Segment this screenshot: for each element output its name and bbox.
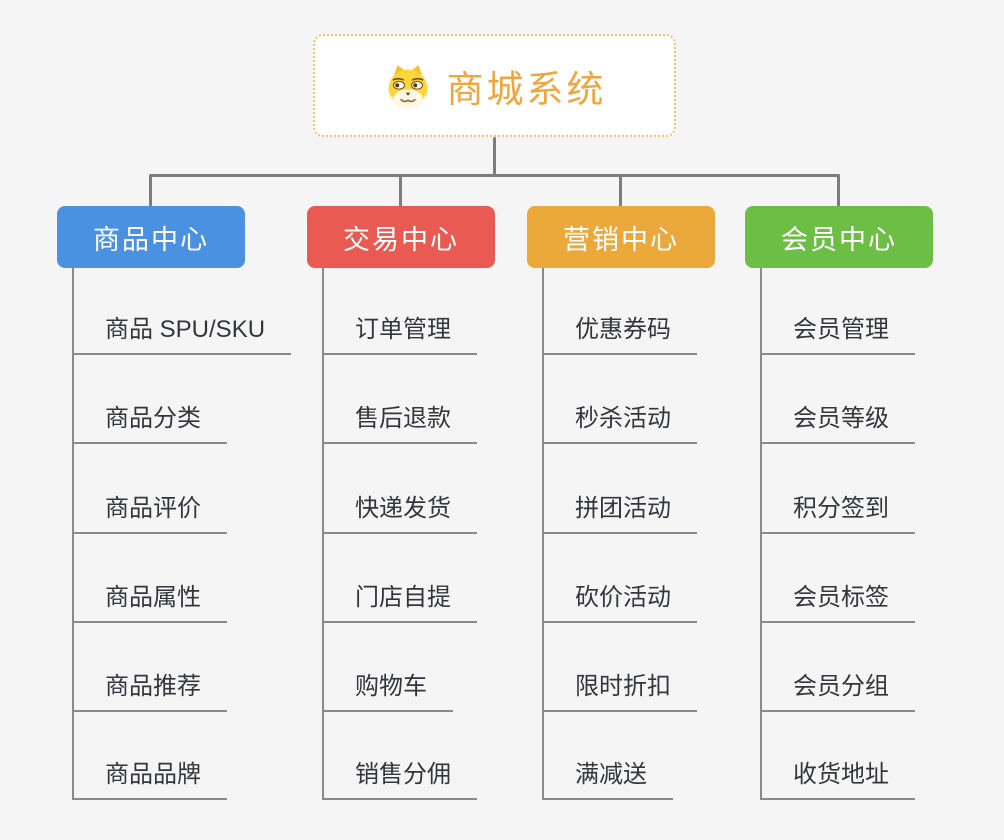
branch-trade-center: 订单管理 售后退款 快递发货 门店自提 购物车 销售分佣 bbox=[322, 268, 562, 808]
tree-item[interactable]: 商品推荐 bbox=[72, 672, 227, 712]
category-box-marketing-center[interactable]: 营销中心 bbox=[527, 206, 715, 268]
tree-item[interactable]: 门店自提 bbox=[322, 583, 477, 623]
branch-product-center: 商品 SPU/SKU 商品分类 商品评价 商品属性 商品推荐 商品品牌 bbox=[72, 268, 312, 808]
connector-drop-3 bbox=[619, 175, 622, 207]
tree-item[interactable]: 快递发货 bbox=[322, 494, 477, 534]
category-box-product-center[interactable]: 商品中心 bbox=[57, 206, 245, 268]
connector-drop-4 bbox=[837, 175, 840, 207]
category-box-member-center[interactable]: 会员中心 bbox=[745, 206, 933, 268]
tree-item[interactable]: 商品属性 bbox=[72, 583, 227, 623]
tree-item[interactable]: 优惠券码 bbox=[542, 315, 697, 355]
root-title: 商城系统 bbox=[446, 68, 607, 110]
tree-item[interactable]: 销售分佣 bbox=[322, 760, 477, 800]
connector-root-stub bbox=[493, 137, 496, 176]
tree-item[interactable]: 订单管理 bbox=[322, 315, 477, 355]
tree-item[interactable]: 商品品牌 bbox=[72, 760, 227, 800]
connector-drop-2 bbox=[399, 175, 402, 207]
tree-item[interactable]: 拼团活动 bbox=[542, 494, 697, 534]
category-label: 会员中心 bbox=[781, 224, 897, 255]
tree-item[interactable]: 砍价活动 bbox=[542, 583, 697, 623]
connector-drop-1 bbox=[149, 175, 152, 207]
branch-marketing-center: 优惠券码 秒杀活动 拼团活动 砍价活动 限时折扣 满减送 bbox=[542, 268, 782, 808]
tree-item[interactable]: 商品分类 bbox=[72, 404, 227, 444]
tree-item[interactable]: 收货地址 bbox=[760, 760, 915, 800]
category-label: 交易中心 bbox=[343, 224, 459, 255]
tree-item[interactable]: 积分签到 bbox=[760, 494, 915, 534]
category-label: 商品中心 bbox=[93, 224, 209, 255]
tree-item[interactable]: 限时折扣 bbox=[542, 672, 697, 712]
dog-face-icon bbox=[388, 64, 427, 108]
tree-item[interactable]: 满减送 bbox=[542, 760, 673, 800]
category-label: 营销中心 bbox=[563, 224, 679, 255]
root-node[interactable]: 商城系统 bbox=[313, 34, 676, 137]
category-box-trade-center[interactable]: 交易中心 bbox=[307, 206, 495, 268]
tree-item[interactable]: 购物车 bbox=[322, 672, 453, 712]
tree-item[interactable]: 会员分组 bbox=[760, 672, 915, 712]
connector-bus-line bbox=[149, 174, 840, 177]
tree-item[interactable]: 会员标签 bbox=[760, 583, 915, 623]
tree-item[interactable]: 秒杀活动 bbox=[542, 404, 697, 444]
tree-item[interactable]: 会员管理 bbox=[760, 315, 915, 355]
tree-item[interactable]: 商品评价 bbox=[72, 494, 227, 534]
tree-item[interactable]: 售后退款 bbox=[322, 404, 477, 444]
tree-item[interactable]: 商品 SPU/SKU bbox=[72, 315, 292, 355]
branch-member-center: 会员管理 会员等级 积分签到 会员标签 会员分组 收货地址 bbox=[760, 268, 1000, 808]
tree-item[interactable]: 会员等级 bbox=[760, 404, 915, 444]
